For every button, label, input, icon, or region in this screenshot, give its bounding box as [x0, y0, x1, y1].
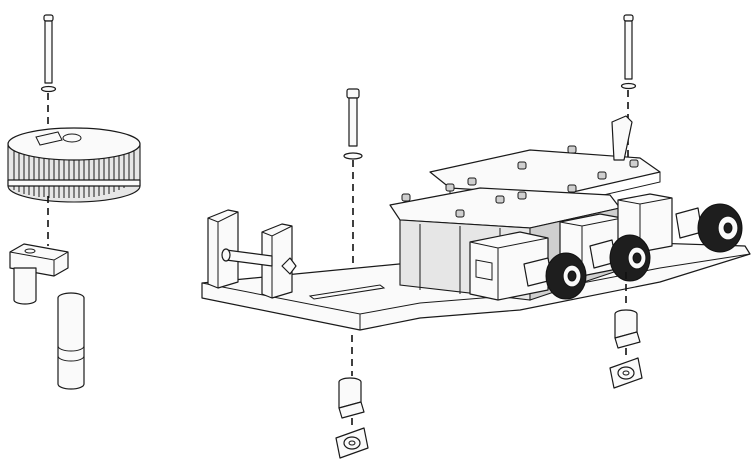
plate-slot	[308, 284, 386, 300]
foot-pin-right	[614, 309, 641, 349]
knurl-lines	[13, 146, 135, 198]
top-screw-center	[343, 88, 363, 160]
top-screw-left	[40, 14, 57, 93]
cap-screws-top	[401, 145, 639, 218]
angled-pin	[611, 115, 633, 161]
foot-pin-center	[338, 377, 365, 419]
guide-pin-short	[13, 267, 37, 305]
knob-front-center	[589, 234, 651, 282]
foot-washer-center	[335, 427, 369, 459]
top-screw-right	[620, 14, 637, 90]
knurled-knob	[7, 127, 141, 203]
foot-washer-right	[609, 357, 643, 389]
knob-front-left	[523, 252, 587, 300]
left-bracket-assembly	[207, 209, 297, 299]
guide-pin-long	[57, 292, 85, 390]
knob-front-right	[675, 203, 743, 253]
